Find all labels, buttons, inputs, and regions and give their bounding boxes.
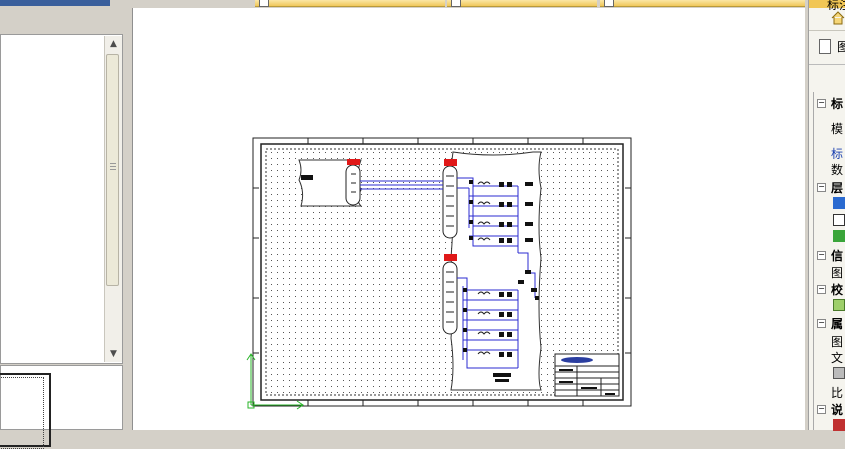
properties-panel[interactable]: 标注 图 − 标 模 标 数 − 层 − 信 图 − 校 − 属 图 文 比 −… (808, 0, 845, 431)
book-icon[interactable] (833, 214, 845, 226)
schematic-drawing[interactable] (133, 8, 805, 430)
document-icon (604, 0, 614, 7)
layer-icon[interactable] (833, 197, 845, 209)
connector-left (345, 164, 361, 206)
doc-label[interactable]: 图 (837, 40, 845, 54)
panel-tab-strip (809, 0, 845, 8)
check-icon[interactable] (833, 299, 845, 311)
grid-icon[interactable] (833, 367, 845, 379)
collapse-icon[interactable]: − (817, 404, 826, 414)
flag-icon[interactable] (833, 419, 845, 431)
document-tab-3[interactable] (600, 0, 805, 7)
document-tab-1[interactable] (255, 0, 445, 7)
document-icon (451, 0, 461, 7)
scroll-down-icon[interactable]: ▼ (110, 349, 117, 359)
collapse-icon[interactable]: − (817, 318, 826, 328)
collapse-icon[interactable]: − (817, 250, 826, 260)
home-icon[interactable] (830, 10, 845, 26)
drawing-canvas[interactable] (132, 8, 805, 430)
section-head-6: 说 (831, 403, 844, 417)
highlight-marker (347, 159, 360, 165)
collapse-icon[interactable]: − (817, 284, 826, 294)
wire-bundle (360, 177, 536, 369)
connector-upper (442, 165, 458, 239)
thumbnail-preview-panel[interactable] (0, 365, 123, 449)
prop-label: 图 (831, 335, 844, 349)
prop-label: 数 (831, 163, 844, 177)
panel-tab-label[interactable]: 标注 (827, 0, 845, 12)
prop-label: 图 (831, 266, 844, 280)
document-icon[interactable] (819, 39, 831, 54)
panel-title-bar (0, 0, 110, 6)
collapse-icon[interactable]: − (817, 182, 826, 192)
section-head-2: 层 (831, 181, 844, 195)
scroll-up-icon[interactable]: ▲ (110, 39, 117, 49)
prop-link[interactable]: 标 (831, 147, 844, 161)
prop-label: 模 (831, 122, 844, 136)
project-tree-panel[interactable] (0, 34, 123, 364)
scrollbar-thumb[interactable] (106, 54, 119, 286)
prop-label: 文 (831, 351, 844, 365)
section-head-3: 信 (831, 249, 844, 263)
sheet-inner-border (260, 143, 624, 401)
connector-lower (442, 261, 458, 335)
ucs-icon (246, 353, 304, 410)
document-icon (259, 0, 269, 7)
prop-label: 比 (831, 386, 844, 400)
section-head-5: 属 (831, 317, 844, 331)
puzzle-icon[interactable] (833, 230, 845, 242)
section-head-1: 标 (831, 97, 844, 111)
collapse-icon[interactable]: − (817, 98, 826, 108)
document-tab-2[interactable] (447, 0, 597, 7)
title-block (554, 353, 620, 397)
section-head-4: 校 (831, 283, 844, 297)
